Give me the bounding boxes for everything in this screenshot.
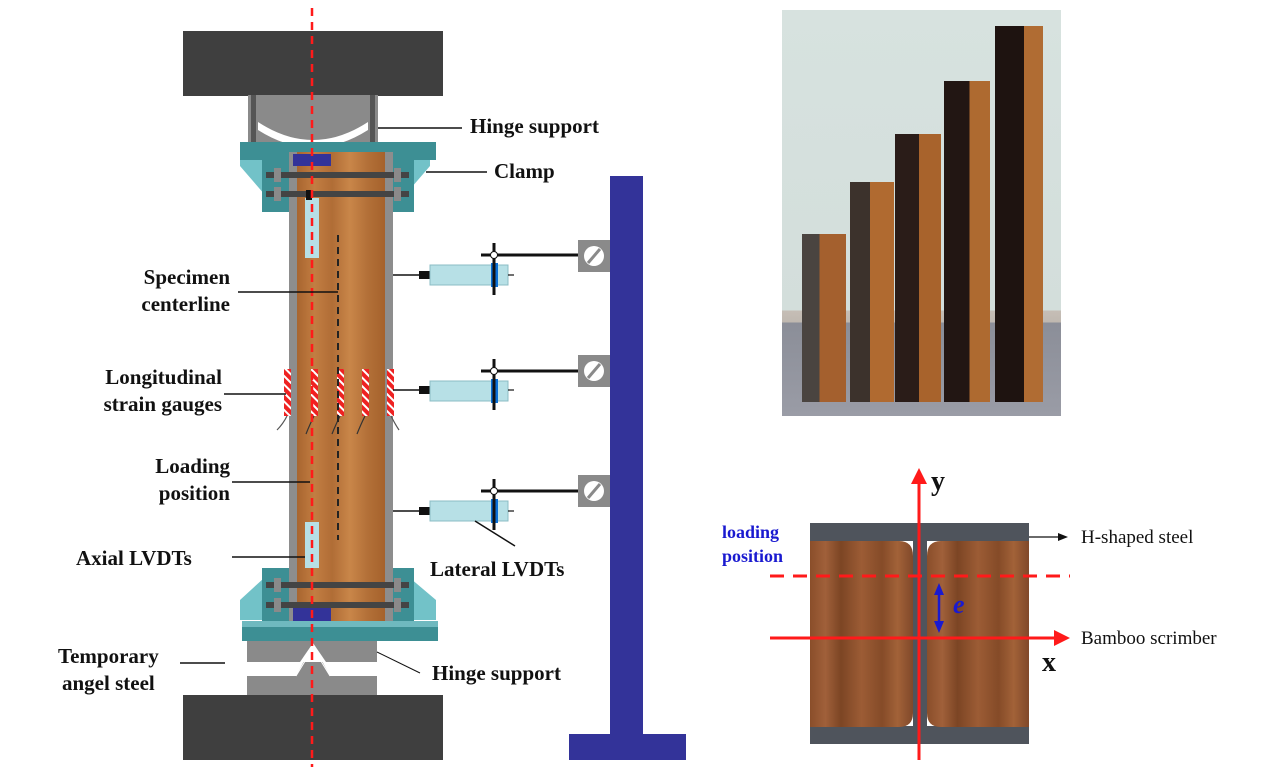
- top-bearing-plate: [293, 154, 331, 166]
- lvdt-bracket-2: [578, 355, 610, 387]
- lvdt-bracket-3: [578, 475, 610, 507]
- h-steel-pointer: [1029, 533, 1068, 541]
- label-cs-loading-position: loading position: [722, 522, 784, 566]
- label-y-axis: y: [931, 466, 945, 497]
- strain-gauges: [276, 369, 400, 435]
- clamp-bolts-bottom: [266, 578, 409, 612]
- specimens-photo: [782, 10, 1061, 416]
- label-loading-position: Loading position: [155, 454, 230, 505]
- bamboo-right: [927, 541, 1029, 727]
- lateral-lvdt-3: [393, 479, 580, 530]
- lateral-lvdt-2: [393, 359, 580, 410]
- specimen-photo-5: [995, 26, 1043, 402]
- label-hinge-support-bottom: Hinge support: [432, 661, 561, 685]
- specimen-photo-1: [802, 234, 846, 402]
- specimen-photo-3: [895, 134, 941, 402]
- label-x-axis: x: [1042, 647, 1056, 678]
- label-specimen-centerline: Specimen centerline: [141, 265, 230, 316]
- clamp-bolts-top: [266, 168, 409, 201]
- specimen-photo-4: [944, 81, 990, 402]
- label-eccentricity: e: [953, 590, 965, 619]
- lvdt-support-column: [569, 176, 686, 760]
- leader-lines: [180, 127, 516, 674]
- label-axial-lvdts: Axial LVDTs: [76, 546, 192, 570]
- lateral-lvdt-1: [393, 243, 580, 295]
- eccentricity-arrow: [934, 583, 944, 633]
- label-bamboo-scrimber: Bamboo scrimber: [1081, 628, 1217, 649]
- label-temporary-angel-steel: Temporary angel steel: [58, 644, 159, 695]
- y-axis-arrow: [911, 468, 927, 484]
- label-h-shaped-steel: H-shaped steel: [1081, 527, 1194, 548]
- label-strain-gauges: Longitudinal strain gauges: [103, 365, 222, 416]
- lvdt-bracket-1: [578, 240, 610, 272]
- label-hinge-support-top: Hinge support: [470, 114, 599, 138]
- axial-lvdt-top: [305, 198, 319, 258]
- x-axis-arrow: [1054, 630, 1070, 646]
- label-clamp: Clamp: [494, 159, 555, 183]
- label-lateral-lvdts: Lateral LVDTs: [430, 557, 565, 581]
- bamboo-left: [810, 541, 913, 727]
- specimen-photo-2: [850, 182, 894, 402]
